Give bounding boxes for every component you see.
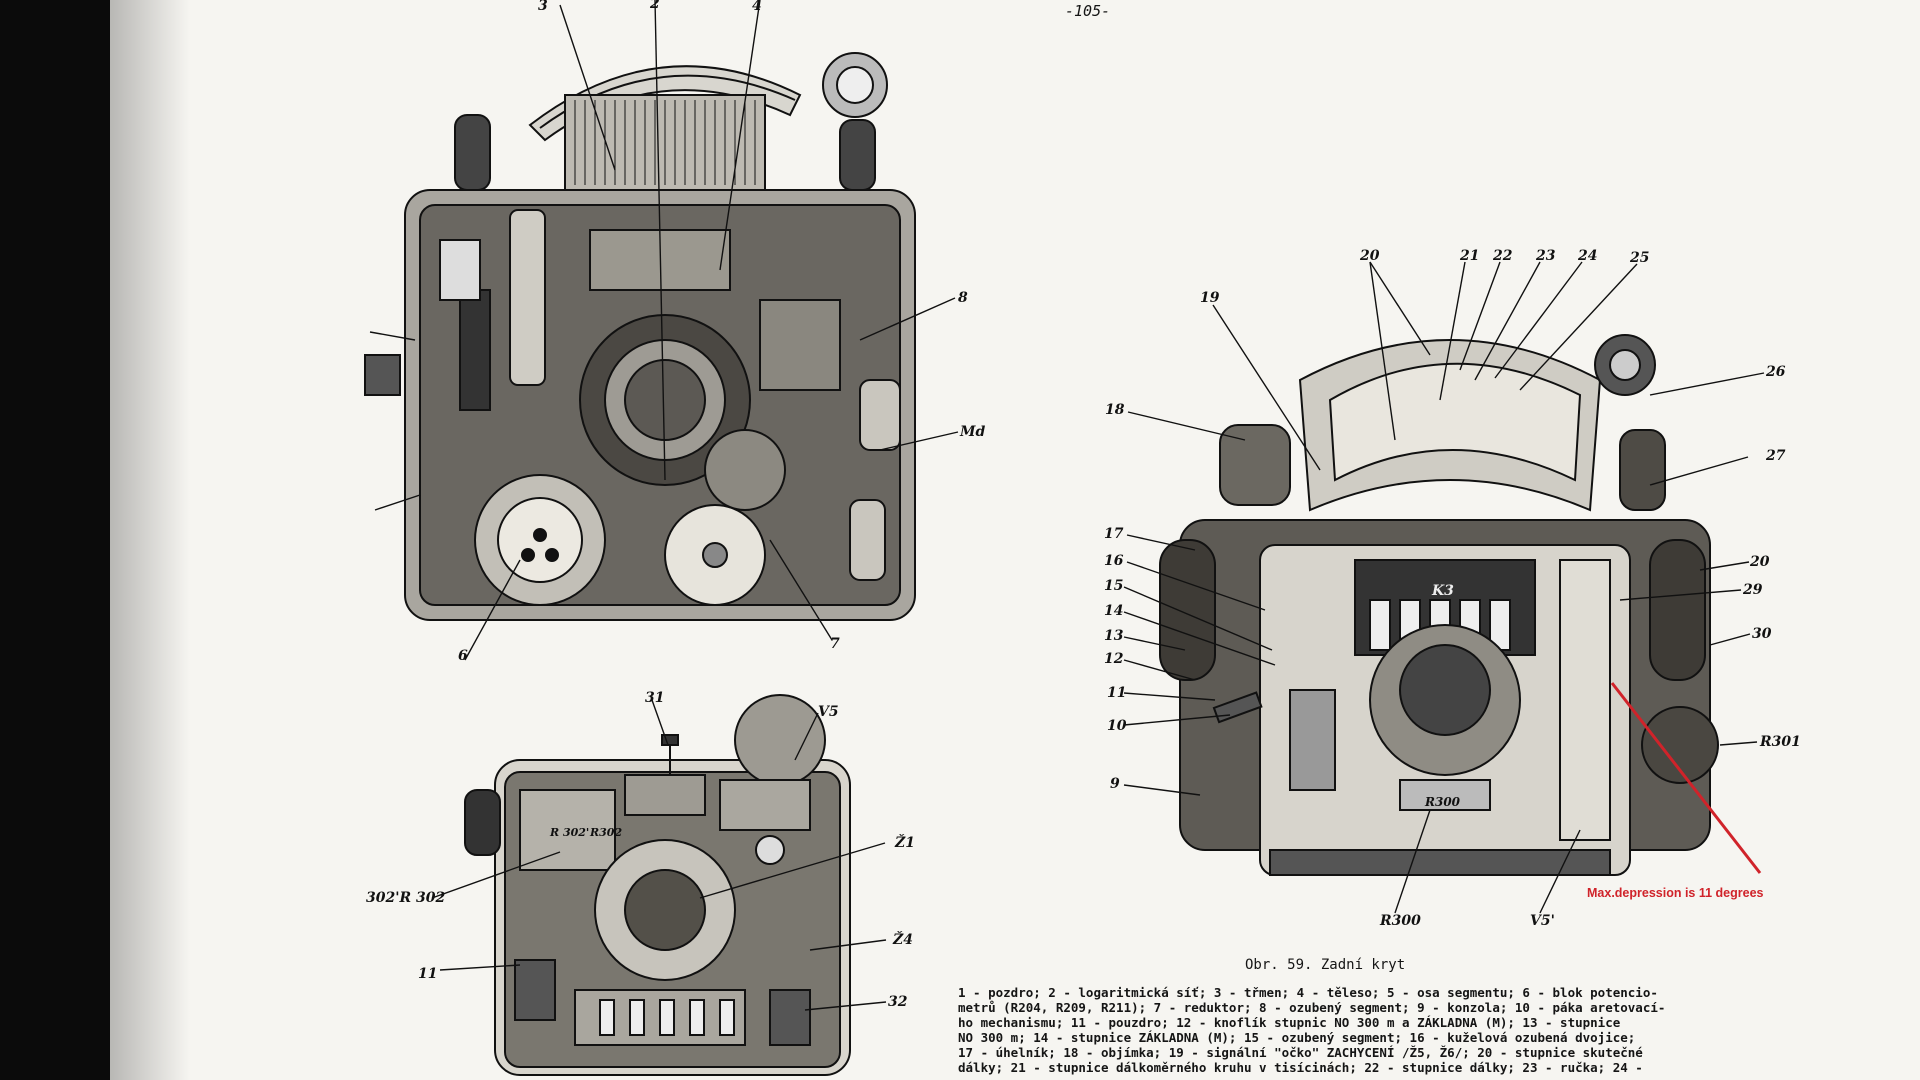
label-9: 9	[1110, 776, 1120, 792]
label-13: 13	[1104, 628, 1124, 644]
label-10: 10	[1107, 718, 1127, 734]
label-v5: V5	[818, 704, 839, 720]
label-12: 12	[1104, 651, 1124, 667]
label-19: 19	[1200, 290, 1220, 306]
label-21: 21	[1459, 248, 1479, 264]
label-24: 24	[1577, 248, 1597, 264]
label-4: 4	[752, 0, 762, 14]
label-7: 7	[830, 636, 840, 652]
label-15: 15	[1104, 578, 1123, 594]
legend-line: metrů (R204, R209, R211); 7 - reduktor; …	[958, 1000, 1666, 1015]
label-r300-center: R300	[1424, 795, 1461, 809]
label-30: 30	[1752, 626, 1772, 642]
annotation-note: Max.depression is 11 degrees	[1587, 886, 1764, 900]
label-11-right: 11	[1107, 685, 1126, 701]
label-r302: R302	[589, 826, 622, 839]
label-r301: R301	[1759, 734, 1801, 750]
label-k3: K3	[1431, 583, 1454, 599]
legend-line: dálky; 21 - stupnice dálkoměrného kruhu …	[958, 1060, 1643, 1075]
label-v5-prime: V5'	[1530, 913, 1555, 929]
figure-legend: 1 - pozdro; 2 - logaritmická síť; 3 - tř…	[958, 985, 1665, 1075]
label-z4: Ž4	[892, 930, 913, 948]
page-edge-shadow	[110, 0, 190, 1080]
legend-line: 1 - pozdro; 2 - logaritmická síť; 3 - tř…	[958, 985, 1658, 1000]
label-31: 31	[645, 690, 664, 706]
label-8: 8	[958, 290, 968, 306]
label-r300-bottom: R300	[1379, 913, 1421, 929]
label-16: 16	[1104, 553, 1124, 569]
label-20-right: 20	[1749, 554, 1770, 570]
label-25: 25	[1629, 250, 1649, 266]
label-6: 6	[458, 648, 468, 664]
label-md: Md	[959, 424, 985, 440]
label-11-bottom: 11	[418, 966, 437, 982]
label-22: 22	[1492, 248, 1513, 264]
label-18: 18	[1105, 402, 1125, 418]
label-302-r302: 302'R 302	[366, 890, 446, 906]
label-29: 29	[1742, 582, 1763, 598]
label-32: 32	[888, 994, 908, 1010]
label-2: 2	[649, 0, 660, 12]
label-z1: Ž1	[894, 833, 915, 851]
label-17: 17	[1104, 526, 1124, 542]
label-14: 14	[1104, 603, 1123, 619]
page-number: -105-	[1065, 2, 1111, 20]
label-20-top: 20	[1359, 248, 1380, 264]
figure-caption: Obr. 59. Zadní kryt	[1245, 957, 1406, 973]
legend-line: NO 300 m; 14 - stupnice ZÁKLADNA (M); 15…	[958, 1030, 1636, 1045]
label-26: 26	[1765, 364, 1786, 380]
label-27: 27	[1765, 448, 1786, 464]
label-3: 3	[538, 0, 548, 14]
label-r302-prime: R 302'	[549, 826, 589, 839]
legend-line: ho mechanismu; 11 - pouzdro; 12 - knoflí…	[958, 1015, 1621, 1030]
annotation-arrow	[1610, 682, 1762, 874]
label-23: 23	[1535, 248, 1556, 264]
legend-line: 17 - úhelník; 18 - objímka; 19 - signáln…	[958, 1045, 1643, 1060]
